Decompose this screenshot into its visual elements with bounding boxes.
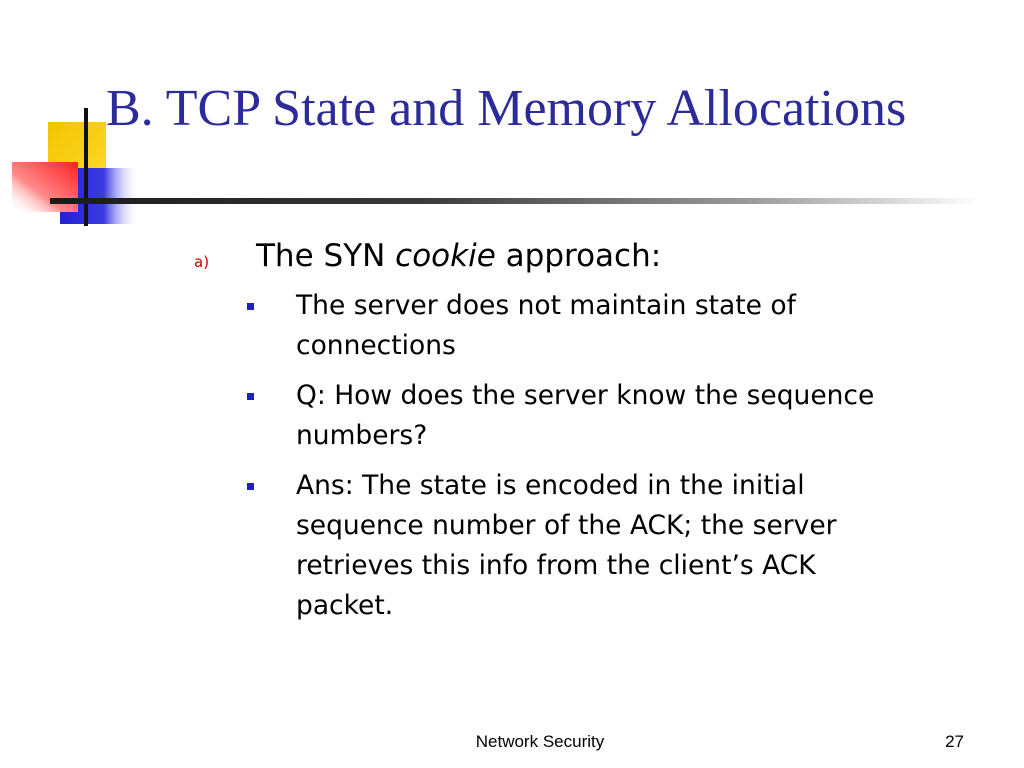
list-item: Ans: The state is encoded in the initial… — [190, 466, 881, 626]
square-bullet-icon — [247, 483, 254, 490]
title-underline — [50, 198, 980, 204]
footer-course-title: Network Security — [475, 732, 605, 751]
item-text-before: The SYN — [256, 238, 396, 274]
item-text-emphasis: cookie — [395, 238, 496, 274]
bullet-list: The server does not maintain state of co… — [190, 286, 980, 626]
list-item: Q: How does the server know the sequence… — [190, 376, 881, 456]
footer-page-number: 27 — [945, 732, 964, 751]
item-text-after: approach: — [495, 238, 662, 274]
bullet-text: The server does not maintain state of co… — [296, 290, 796, 361]
bullet-text: Ans: The state is encoded in the initial… — [296, 470, 837, 621]
square-bullet-icon — [247, 393, 254, 400]
slide-title: B. TCP State and Memory Allocations — [106, 80, 907, 137]
bullet-text: Q: How does the server know the sequence… — [296, 380, 875, 451]
slide-logo-icon — [12, 108, 140, 226]
list-item-level1: a) The SYN cookie approach: — [190, 234, 980, 278]
square-bullet-icon — [247, 303, 254, 310]
list-marker: a) — [194, 253, 210, 271]
slide-content: a) The SYN cookie approach: The server d… — [190, 234, 980, 636]
list-item: The server does not maintain state of co… — [190, 286, 881, 366]
